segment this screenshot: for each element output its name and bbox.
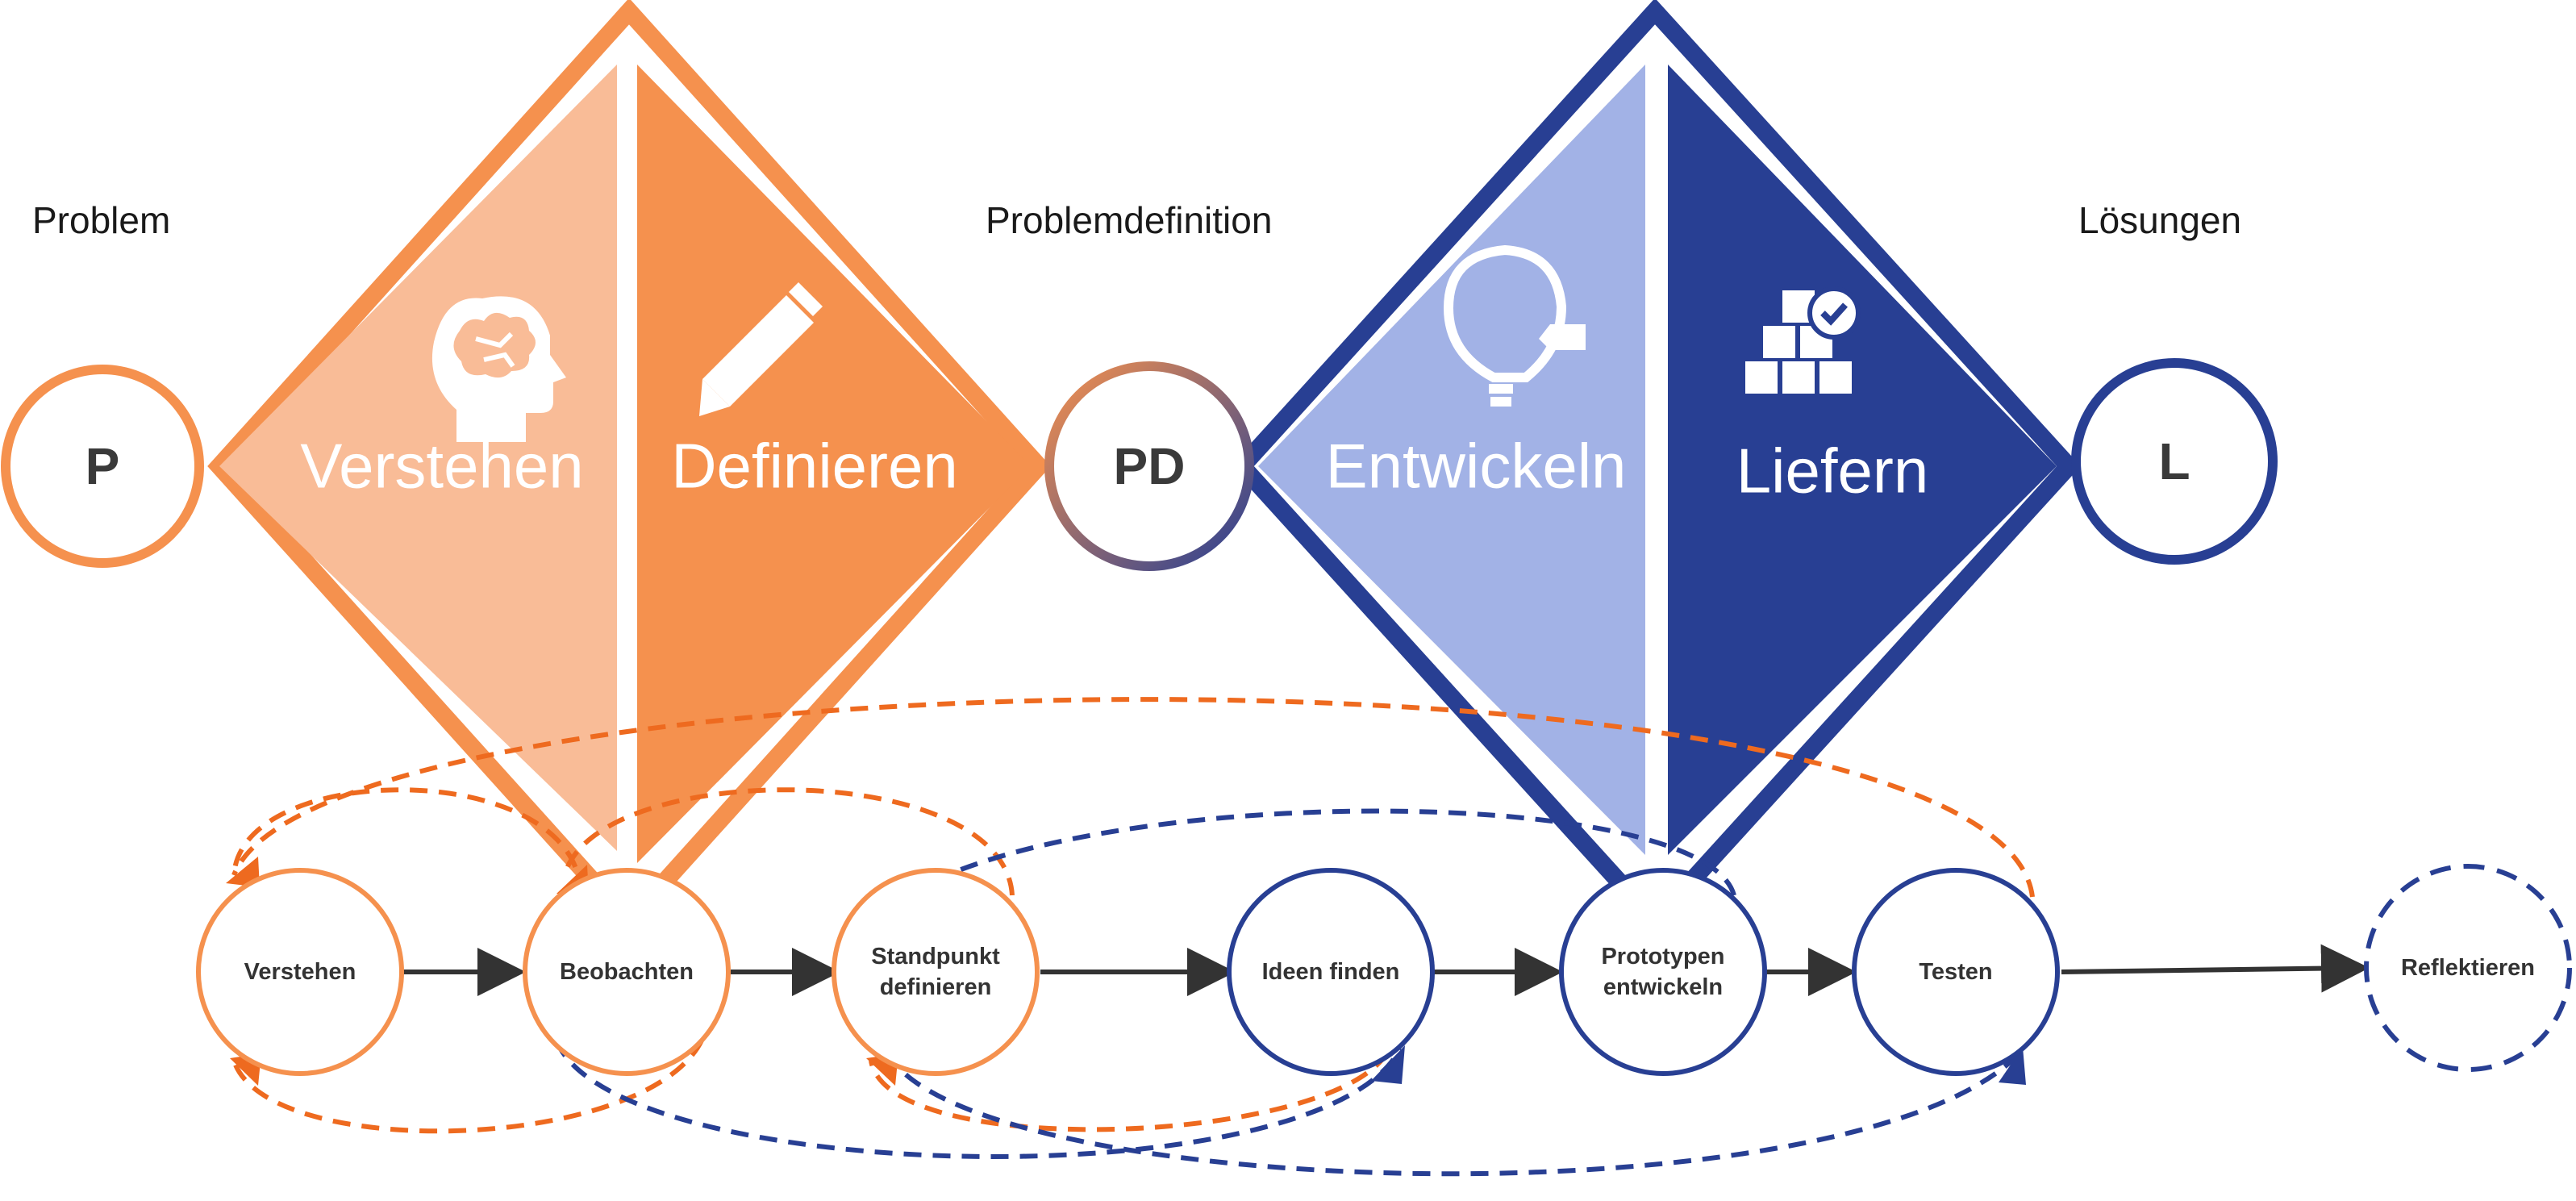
verstehen-phase-fill [219,65,617,851]
problem-node-letter: P [85,437,120,495]
step-reflektieren-circle [2364,864,2572,1072]
boxes-check-icon [1745,286,1861,394]
problem-definition-node [1044,361,1254,571]
step-prototypen-text-line2: entwickeln [1603,974,1724,1000]
loop-arc-orange-2 [562,787,1015,896]
step-verstehen-circle [196,868,404,1076]
loop-arrowhead [226,857,260,887]
loop-arc-blue-1 [865,808,1736,929]
problem-label: Problem [32,199,171,241]
step-beobachten-circle [523,868,731,1076]
phase-liefern-title: Liefern [1736,435,1929,507]
step-verstehen-label: Verstehen [211,957,389,987]
step-prototypen-circle [1559,868,1767,1076]
loop-arrowhead [1371,1045,1405,1084]
loop-arc-orange-1 [231,787,583,896]
liefern-phase-fill [1668,65,2057,855]
step-reflektieren-label: Reflektieren [2379,953,2557,983]
step-prototypen-text-line1: Prototypen [1601,944,1725,970]
loop-arrowhead [1999,1047,2026,1085]
lightbulb-tag-icon [1443,244,1586,407]
problem-node [1,365,204,568]
flow-arrow [2061,944,2370,993]
step-beobachten-text: Beobachten [560,959,694,985]
step-standpunkt-text-line1: Standpunkt [871,944,1000,970]
step-prototypen-label: Prototypen entwickeln [1574,941,1752,1003]
step-standpunkt-label: Standpunkt definieren [847,941,1024,1003]
brain-head-icon [431,296,566,442]
phase-definieren-title: Definieren [671,430,958,502]
step-testen-text: Testen [1919,959,1993,985]
pen-icon [699,282,823,416]
solutions-label: Lösungen [2078,199,2242,241]
step-ideen-label: Ideen finden [1242,957,1419,987]
loop-arc-orange-3 [231,697,2035,898]
step-testen-circle [1852,868,2060,1076]
step-standpunkt-text-line2: definieren [879,974,992,1000]
solutions-node [2071,358,2278,565]
phase-entwickeln-title: Entwickeln [1325,430,1627,502]
loop-arc-blue-3 [885,1050,2023,1177]
step-beobachten-label: Beobachten [538,957,715,987]
loop-arc-orange-5 [869,1051,1390,1132]
step-verstehen-text: Verstehen [244,959,356,985]
step-standpunkt-circle [832,868,1040,1076]
loop-arc-blue-2 [554,1039,1403,1159]
entwickeln-phase-fill [1258,65,1645,855]
problem-definition-label: Problemdefinition [986,199,1273,241]
solutions-node-letter: L [2158,432,2190,490]
step-ideen-text: Ideen finden [1261,959,1400,985]
phase-verstehen-title: Verstehen [300,430,584,502]
loop-arc-orange-4 [231,1039,704,1134]
step-reflektieren-text: Reflektieren [2400,955,2535,981]
step-testen-label: Testen [1867,957,2045,987]
problem-definition-node-letter: PD [1113,437,1186,495]
step-ideen-circle [1227,868,1435,1076]
definieren-phase-fill [637,65,1031,863]
